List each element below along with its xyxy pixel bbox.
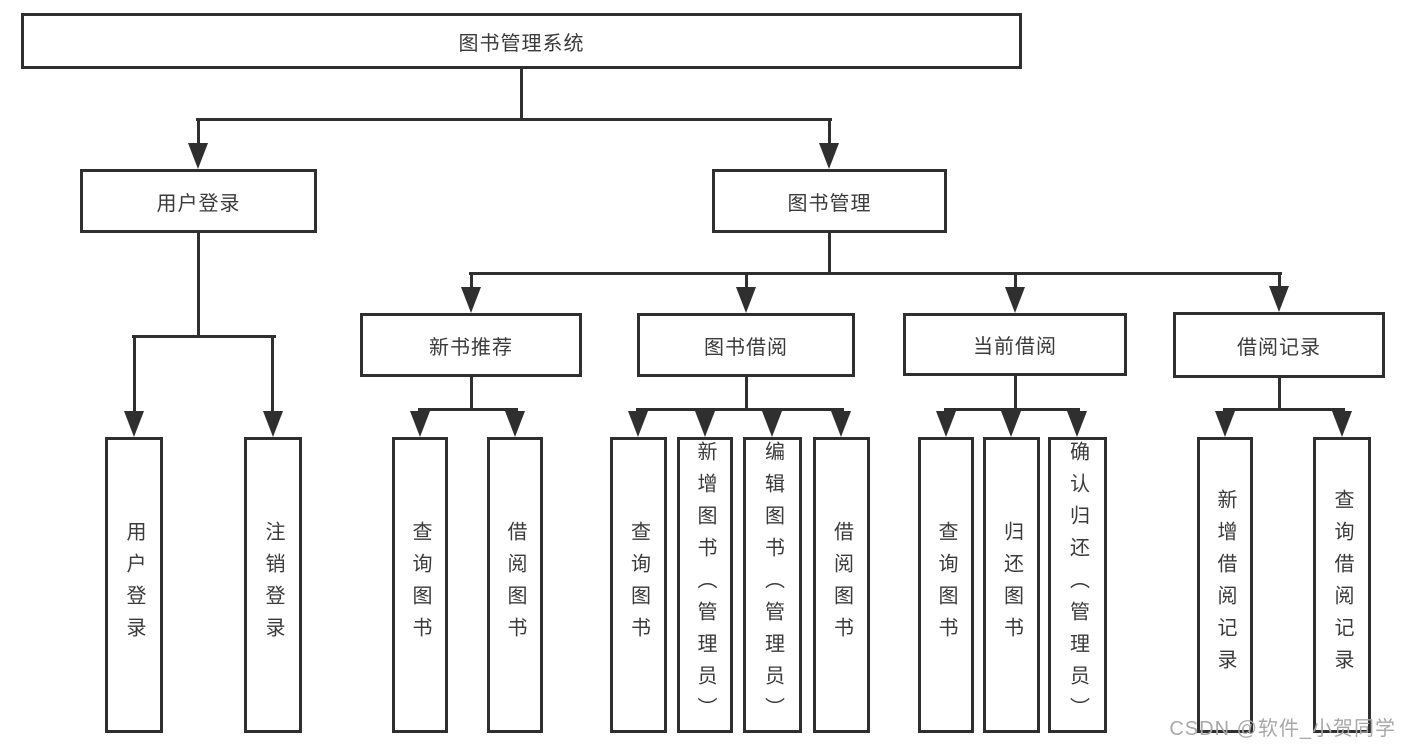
connector-line	[470, 272, 473, 292]
arrowhead-down-icon	[263, 411, 283, 437]
connector-line	[418, 408, 518, 411]
arrowhead-down-icon	[936, 411, 956, 437]
connector-line	[469, 272, 1282, 275]
connector-line	[1278, 378, 1281, 411]
connector-line	[944, 408, 1080, 411]
connector-line	[271, 335, 274, 415]
connector-line	[520, 67, 523, 121]
arrowhead-down-icon	[505, 411, 525, 437]
arrowhead-down-icon	[1067, 411, 1087, 437]
leaf-borrow-add-admin-label: 新增图书（管理员）	[694, 441, 716, 729]
leaf-borrow-borrow: 借阅图书	[813, 437, 870, 733]
arrowhead-down-icon	[1005, 287, 1025, 313]
leaf-record-query-label: 查询借阅记录	[1331, 489, 1353, 681]
arrowhead-down-icon	[628, 411, 648, 437]
connector-line	[745, 377, 748, 411]
node-book-management-label: 图书管理	[787, 192, 872, 215]
connector-line	[1278, 272, 1281, 292]
node-book-management: 图书管理	[712, 169, 947, 233]
leaf-borrow-edit-admin-label: 编辑图书（管理员）	[761, 441, 784, 729]
node-user-login: 用户登录	[80, 169, 317, 233]
leaf-record-add: 新增借阅记录	[1197, 437, 1253, 733]
arrowhead-down-icon	[762, 411, 782, 437]
connector-line	[636, 408, 844, 411]
leaf-current-confirm-admin-label: 确认归还（管理员）	[1066, 441, 1089, 729]
node-user-login-label: 用户登录	[156, 192, 241, 215]
leaf-borrow-query-label: 查询图书	[627, 521, 650, 649]
arrowhead-down-icon	[188, 143, 208, 169]
node-current-borrow-label: 当前借阅	[973, 336, 1057, 358]
connector-line	[745, 272, 748, 292]
connector-line	[1014, 272, 1017, 292]
leaf-newbook-borrow-label: 借阅图书	[504, 521, 526, 649]
node-book-borrow-label: 图书借阅	[704, 336, 788, 359]
leaf-borrow-borrow-label: 借阅图书	[830, 521, 853, 649]
arrowhead-down-icon	[461, 287, 481, 313]
node-book-borrow: 图书借阅	[637, 313, 855, 377]
leaf-current-query: 查询图书	[918, 437, 974, 733]
connector-line	[197, 118, 200, 148]
leaf-current-return-label: 归还图书	[1000, 521, 1023, 649]
leaf-current-return: 归还图书	[983, 437, 1040, 733]
arrowhead-down-icon	[831, 411, 851, 437]
arrowhead-down-icon	[1332, 411, 1352, 437]
connector-line	[470, 377, 473, 411]
csdn-watermark: CSDN @软件_小贺同学	[1169, 718, 1396, 740]
node-root: 图书管理系统	[21, 13, 1022, 69]
connector-line	[828, 118, 831, 148]
connector-line	[828, 233, 831, 275]
arrowhead-down-icon	[1215, 411, 1235, 437]
connector-line	[133, 335, 136, 415]
leaf-borrow-edit-admin: 编辑图书（管理员）	[743, 437, 802, 733]
leaf-newbook-query: 查询图书	[392, 437, 448, 733]
arrowhead-down-icon	[410, 411, 430, 437]
connector-line	[1014, 376, 1017, 411]
leaf-current-confirm-admin: 确认归还（管理员）	[1048, 437, 1107, 733]
connector-line	[1223, 408, 1345, 411]
arrowhead-down-icon	[695, 411, 715, 437]
leaf-newbook-borrow: 借阅图书	[487, 437, 543, 733]
arrowhead-down-icon	[124, 411, 144, 437]
node-root-label: 图书管理系统	[458, 32, 585, 55]
leaf-record-add-label: 新增借阅记录	[1214, 489, 1236, 681]
connector-line	[196, 118, 832, 121]
node-current-borrow: 当前借阅	[903, 313, 1127, 376]
connector-line	[132, 335, 276, 338]
leaf-logout: 注销登录	[244, 437, 302, 733]
node-new-book-recommend-label: 新书推荐	[429, 336, 513, 359]
leaf-logout-label: 注销登录	[262, 521, 284, 649]
arrowhead-down-icon	[819, 143, 839, 169]
arrowhead-down-icon	[1269, 286, 1289, 312]
arrowhead-down-icon	[1001, 411, 1021, 437]
leaf-borrow-add-admin: 新增图书（管理员）	[677, 437, 733, 733]
leaf-newbook-query-label: 查询图书	[409, 521, 431, 649]
connector-line	[197, 233, 200, 338]
leaf-current-query-label: 查询图书	[935, 521, 957, 649]
node-borrow-record-label: 借阅记录	[1237, 336, 1321, 359]
node-borrow-record: 借阅记录	[1173, 312, 1385, 378]
leaf-record-query: 查询借阅记录	[1313, 437, 1371, 733]
arrowhead-down-icon	[736, 287, 756, 313]
leaf-borrow-query: 查询图书	[610, 437, 667, 733]
node-new-book-recommend: 新书推荐	[360, 313, 582, 377]
leaf-user-login: 用户登录	[105, 437, 163, 733]
leaf-user-login-label: 用户登录	[123, 521, 145, 649]
